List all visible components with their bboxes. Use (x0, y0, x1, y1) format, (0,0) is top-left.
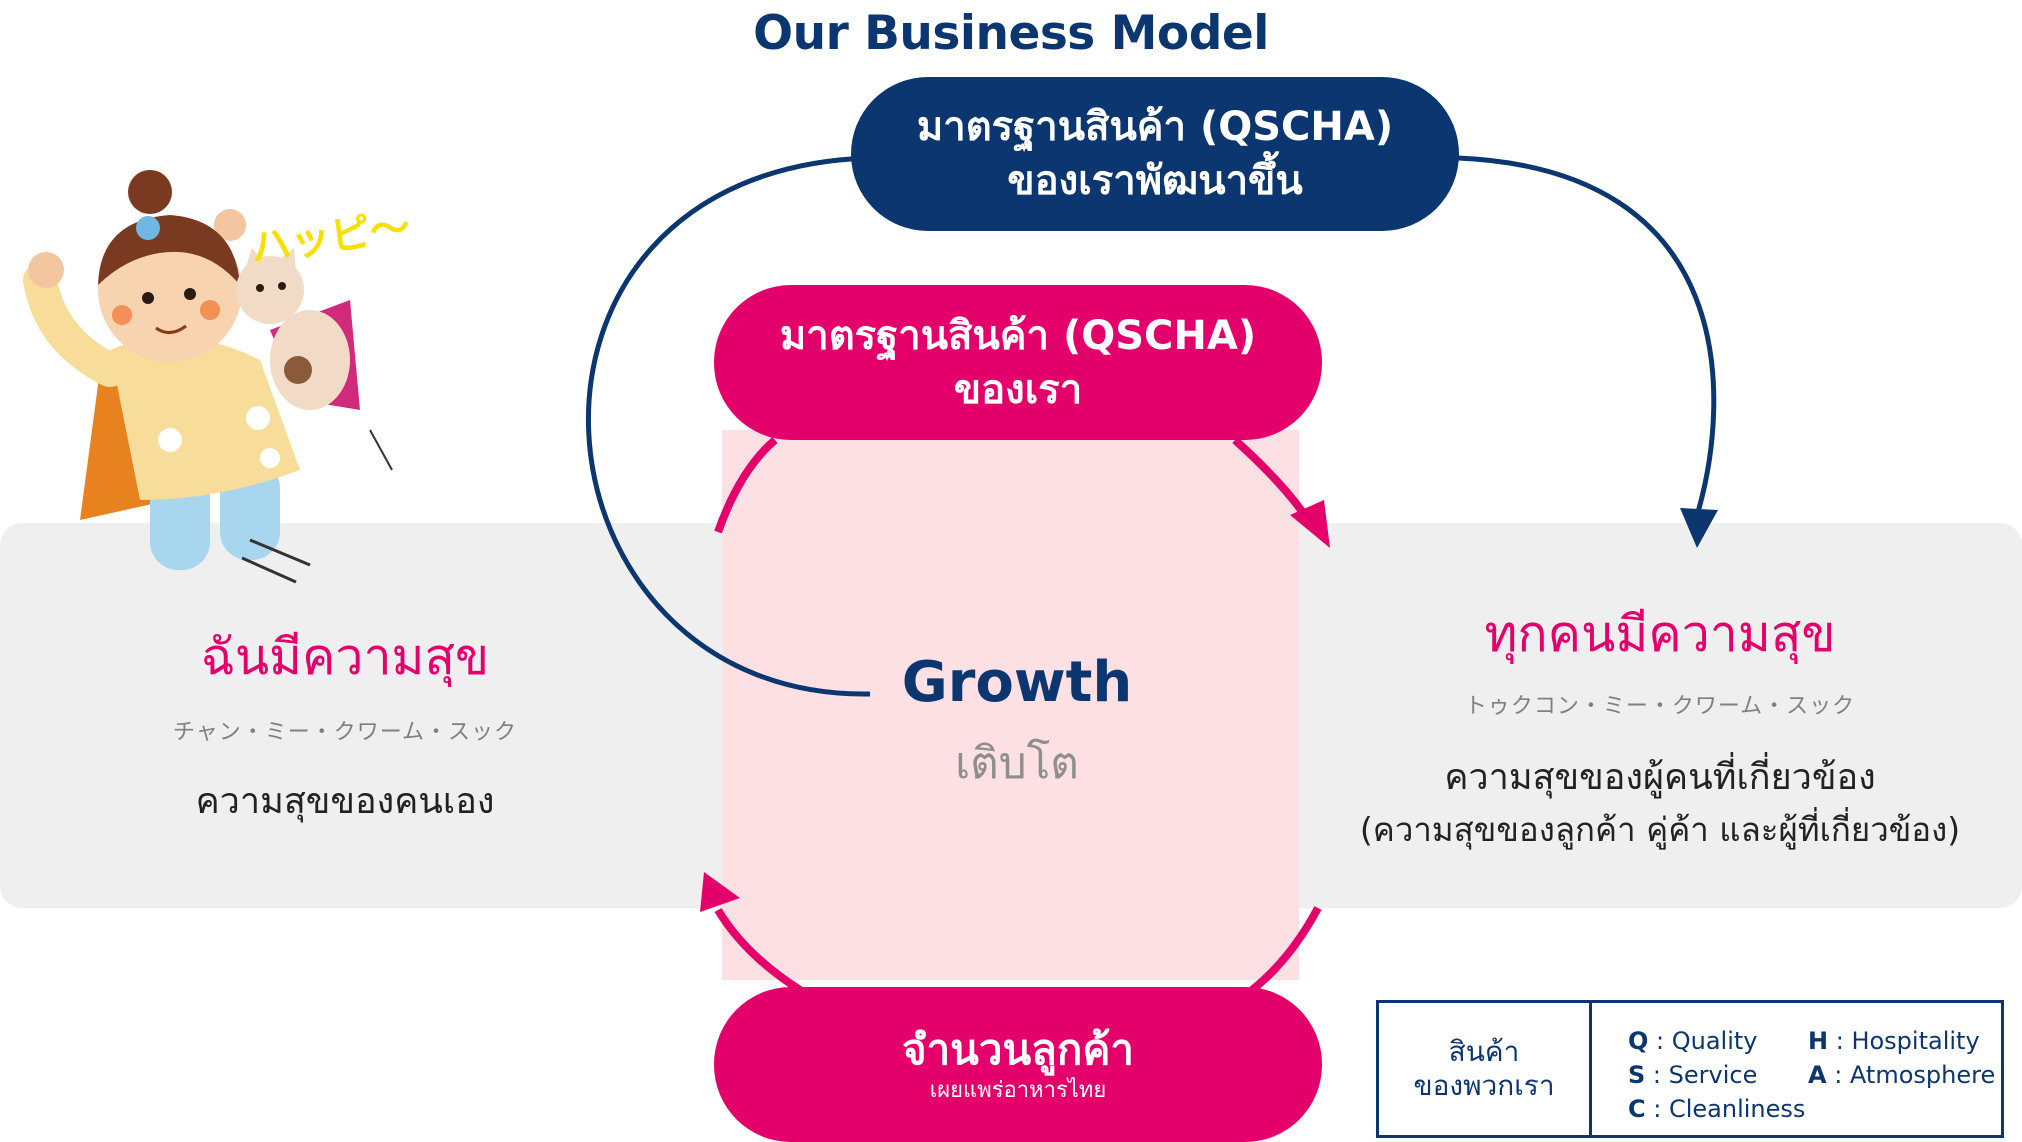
legend-item-hospitality: H : Hospitality (1808, 1027, 1980, 1055)
growth-subtitle: เติบโต (955, 738, 1079, 789)
happy-girl-illustration (23, 170, 393, 584)
left-panel-description: ความสุขของคนเอง (195, 781, 495, 822)
pink-arc-bottom-left (714, 907, 803, 994)
our-standards-line2: ของเรา (953, 366, 1083, 413)
right-panel-description: ความสุขของผู้คนที่เกี่ยวข้อง (1444, 757, 1876, 798)
left-panel-kana: チャン・ミー・クワーム・スック (172, 720, 518, 745)
navy-arrowhead (1680, 508, 1718, 548)
growth-title: Growth (901, 650, 1133, 715)
standards-developed-line1: มาตรฐานสินค้า (QSCHA) (916, 104, 1394, 150)
customers-sub: เผยแพร่อาหารไทย (929, 1077, 1107, 1103)
legend-item-atmosphere: A : Atmosphere (1808, 1061, 1996, 1089)
right-panel-description-2: (ความสุขของลูกค้า คู่ค้า และผู้ที่เกี่ยว… (1359, 810, 1961, 849)
legend-label: สินค้า ของพวกเรา (1379, 1003, 1592, 1135)
our-standards-line1: มาตรฐานสินค้า (QSCHA) (779, 312, 1257, 359)
standards-developed-line2: ของเราพัฒนาขึ้น (1007, 158, 1303, 204)
page-title: Our Business Model (753, 6, 1269, 61)
our-standards-pill: มาตรฐานสินค้า (QSCHA) ของเรา (714, 285, 1322, 440)
growth-center-box (722, 430, 1299, 980)
standards-developed-pill: มาตรฐานสินค้า (QSCHA) ของเราพัฒนาขึ้น (851, 77, 1459, 231)
left-panel-title: ฉันมีความสุข (200, 628, 490, 686)
legend-label-line1: สินค้า (1448, 1035, 1520, 1068)
pink-arc-top-right (1232, 437, 1312, 523)
navy-arc-left (586, 155, 871, 697)
right-panel (1262, 523, 2022, 908)
legend-item-cleanliness: C : Cleanliness (1628, 1095, 1806, 1123)
qscha-legend: สินค้า ของพวกเรา Q : Quality S : Service… (1376, 1000, 2004, 1138)
pink-arc-top-left (714, 436, 778, 534)
legend-items: Q : Quality S : Service C : Cleanliness … (1592, 1003, 2001, 1135)
navy-arc-right (1457, 155, 1717, 513)
right-panel-kana: トゥクコン・ミー・クワーム・スック (1464, 694, 1856, 719)
legend-label-line2: ของพวกเรา (1413, 1069, 1555, 1102)
customers-pill: จำนวนลูกค้า เผยแพร่อาหารไทย (714, 987, 1322, 1142)
pink-arrowhead-left (700, 872, 740, 912)
legend-item-service: S : Service (1628, 1061, 1758, 1089)
pink-arc-bottom-right (1249, 906, 1322, 994)
legend-item-quality: Q : Quality (1628, 1027, 1758, 1055)
customers-label: จำนวนลูกค้า (901, 1024, 1135, 1074)
left-panel (0, 523, 760, 908)
pink-arrowhead-right (1290, 500, 1330, 548)
right-panel-title: ทุกคนมีความสุข (1484, 605, 1836, 663)
